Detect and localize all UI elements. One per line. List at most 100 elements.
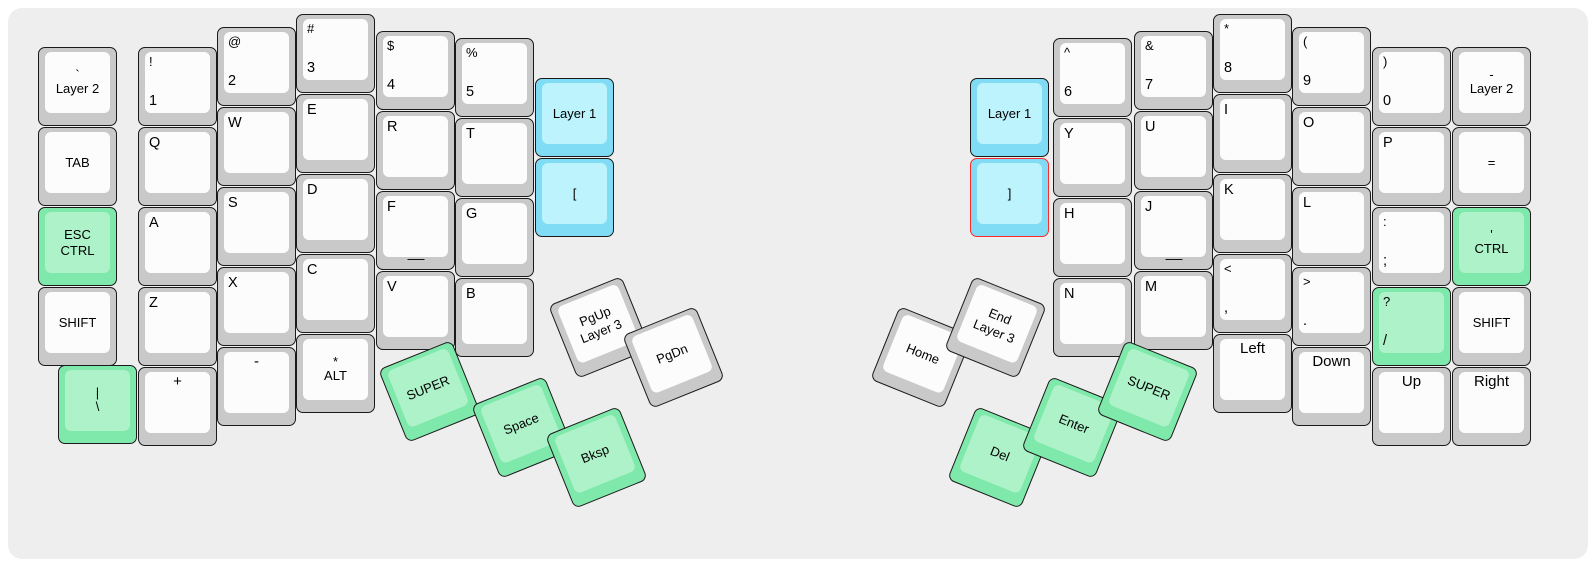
key-f[interactable]: F	[376, 191, 455, 270]
key-cap	[462, 283, 527, 344]
key-right-arrow[interactable]: Right	[1452, 367, 1531, 446]
key-t[interactable]: T	[455, 118, 534, 197]
key-legend-bottom: Y	[1064, 126, 1074, 142]
key-period-gt[interactable]: >.	[1292, 267, 1371, 346]
key-pipe-backslash[interactable]: |\	[58, 365, 137, 444]
key-0-paren[interactable]: )0	[1372, 47, 1451, 126]
key-legend-bottom: ]	[1007, 185, 1012, 201]
key-r[interactable]: R	[376, 111, 455, 190]
key-k[interactable]: K	[1213, 174, 1292, 253]
key-minus[interactable]: -	[217, 347, 296, 426]
key-legend-bottom: Home	[904, 340, 942, 368]
key-legend-top: <	[1224, 261, 1232, 276]
key-u[interactable]: U	[1134, 111, 1213, 190]
key-x[interactable]: X	[217, 267, 296, 346]
key-label: &7	[1141, 36, 1206, 97]
key-g[interactable]: G	[455, 198, 534, 277]
key-9-paren[interactable]: (9	[1292, 27, 1371, 106]
key-layer1-left[interactable]: Layer 1	[535, 78, 614, 157]
key-n[interactable]: N	[1053, 278, 1132, 357]
key-legend-bottom: L	[1303, 195, 1312, 211]
key-label: ^6	[1060, 43, 1125, 104]
key-cap	[1379, 132, 1444, 193]
key-3-hash[interactable]: #3	[296, 14, 375, 93]
key-legend-bottom: ,	[1224, 300, 1229, 317]
key-label: *ALT	[303, 339, 368, 400]
key-2-at[interactable]: @2	[217, 27, 296, 106]
key-cap	[303, 179, 368, 240]
key-cap	[1141, 276, 1206, 337]
key-slash[interactable]: ?/	[1372, 287, 1451, 366]
key-cap	[462, 123, 527, 184]
key-semicolon[interactable]: :;	[1372, 207, 1451, 286]
key-legend-top: ^	[1064, 45, 1071, 60]
key-v[interactable]: V	[376, 271, 455, 350]
key-legend-bottom: =	[1487, 154, 1496, 170]
key-w[interactable]: W	[217, 107, 296, 186]
homing-bar-icon	[407, 259, 424, 260]
key-quote-ctrl[interactable]: 'CTRL	[1452, 207, 1531, 286]
key-h[interactable]: H	[1053, 198, 1132, 277]
key-label: U	[1141, 116, 1206, 177]
key-legend-top: (	[1303, 34, 1308, 49]
key-equals[interactable]: =	[1452, 127, 1531, 206]
key-legend-bottom: Right	[1473, 373, 1510, 390]
key-e[interactable]: E	[296, 94, 375, 173]
key-8-asterisk[interactable]: *8	[1213, 14, 1292, 93]
key-i[interactable]: I	[1213, 94, 1292, 173]
key-1-exclaim[interactable]: !1	[138, 47, 217, 126]
key-legend-bottom: E	[307, 102, 317, 118]
key-alt[interactable]: *ALT	[296, 334, 375, 413]
key-m[interactable]: M	[1134, 271, 1213, 350]
key-legend-bottom: [	[572, 185, 577, 201]
key-5-percent[interactable]: %5	[455, 38, 534, 117]
key-label: |\	[65, 370, 130, 431]
key-layer2-grave[interactable]: `Layer 2	[38, 47, 117, 126]
key-legend-bottom: SUPER	[1125, 372, 1173, 404]
key-a[interactable]: A	[138, 207, 217, 286]
key-shift-right[interactable]: SHIFT	[1452, 287, 1531, 366]
key-q[interactable]: Q	[138, 127, 217, 206]
key-4-dollar[interactable]: $4	[376, 31, 455, 110]
key-legend-bottom: 4	[387, 77, 396, 94]
key-plus[interactable]: +	[138, 367, 217, 446]
key-down-arrow[interactable]: Down	[1292, 347, 1371, 426]
key-cap	[977, 163, 1042, 224]
key-tab[interactable]: TAB	[38, 127, 117, 206]
key-label: K	[1220, 179, 1285, 240]
key-comma-lt[interactable]: <,	[1213, 254, 1292, 333]
key-7-amp[interactable]: &7	[1134, 31, 1213, 110]
key-legend-bottom: /	[1383, 333, 1388, 350]
key-bracket-left[interactable]: [	[535, 158, 614, 237]
key-bracket-right[interactable]: ]	[970, 158, 1049, 237]
key-6-caret[interactable]: ^6	[1053, 38, 1132, 117]
key-cap	[145, 52, 210, 113]
key-y[interactable]: Y	[1053, 118, 1132, 197]
key-j[interactable]: J	[1134, 191, 1213, 270]
key-cap	[145, 372, 210, 433]
homing-bar-icon	[1165, 259, 1182, 260]
key-s[interactable]: S	[217, 187, 296, 266]
key-shift-left[interactable]: SHIFT	[38, 287, 117, 366]
key-cap	[1459, 212, 1524, 273]
key-legend-top: *	[1224, 21, 1230, 36]
key-z[interactable]: Z	[138, 287, 217, 366]
key-legend-bottom: 2	[228, 73, 237, 90]
key-p[interactable]: P	[1372, 127, 1451, 206]
key-b[interactable]: B	[455, 278, 534, 357]
key-up-arrow[interactable]: Up	[1372, 367, 1451, 446]
key-d[interactable]: D	[296, 174, 375, 253]
key-layer1-right[interactable]: Layer 1	[970, 78, 1049, 157]
key-c[interactable]: C	[296, 254, 375, 333]
key-label: T	[462, 123, 527, 184]
key-layer2-minus[interactable]: -Layer 2	[1452, 47, 1531, 126]
key-cap	[1379, 292, 1444, 353]
key-legend-bottom: H	[1064, 206, 1075, 222]
key-label: *8	[1220, 19, 1285, 80]
key-label: X	[224, 272, 289, 333]
key-left-arrow[interactable]: Left	[1213, 334, 1292, 413]
key-legend-bottom: D	[307, 182, 318, 198]
key-l[interactable]: L	[1292, 187, 1371, 266]
key-o[interactable]: O	[1292, 107, 1371, 186]
